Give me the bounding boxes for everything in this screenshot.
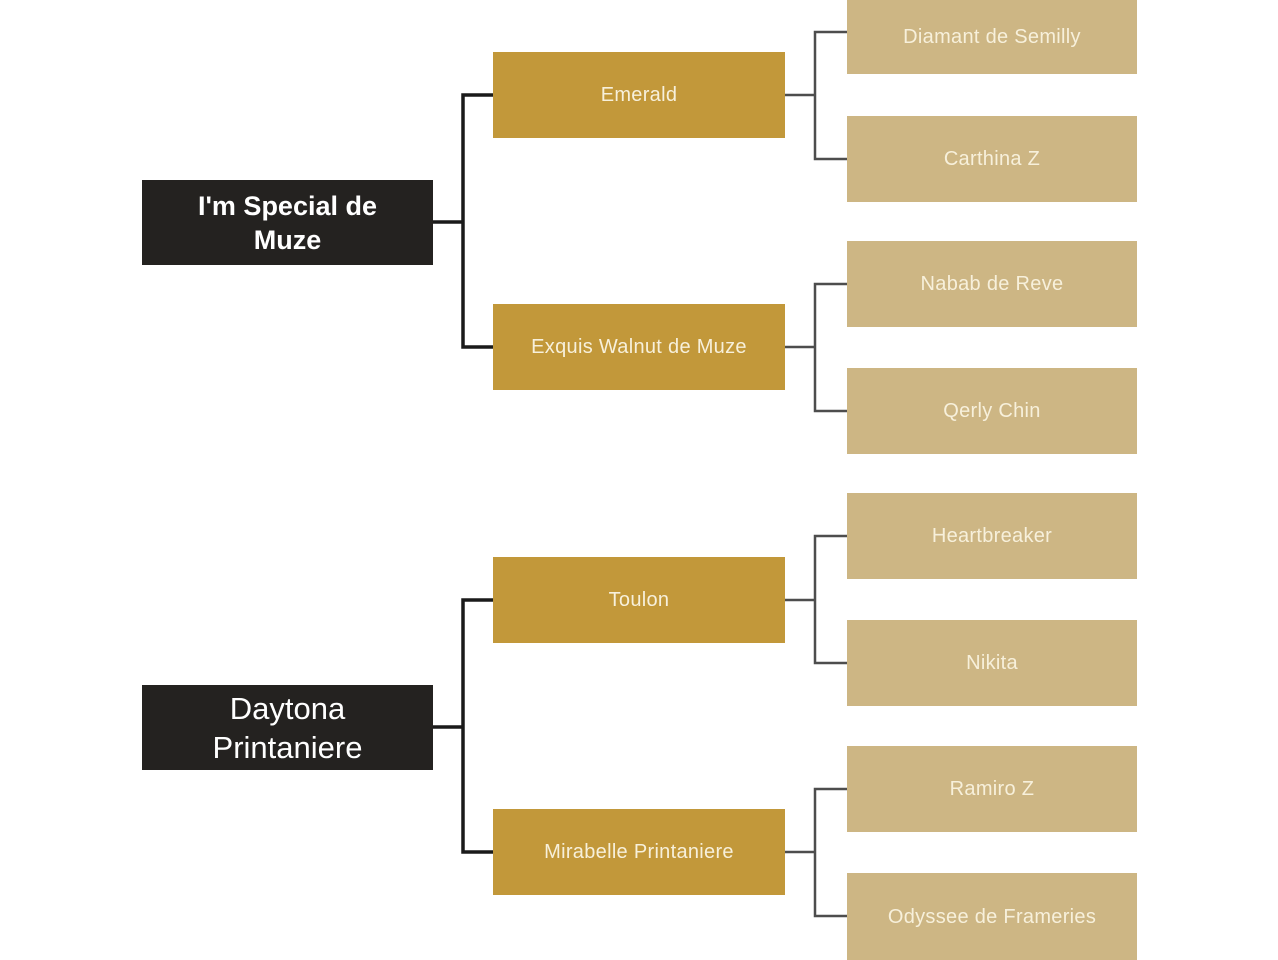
node-carthina-z: Carthina Z [847,116,1137,202]
node-odyssee-de-frameries: Odyssee de Frameries [847,873,1137,960]
connector-emerald-grandparents [785,30,847,161]
node-label: Odyssee de Frameries [887,905,1097,928]
node-label: Toulon [608,589,670,611]
node-emerald: Emerald [493,52,785,138]
node-label: Nabab de Reve [920,273,1064,295]
node-label: Emerald [600,84,678,106]
connector-root2-parents [433,598,493,854]
node-label: Carthina Z [943,148,1041,170]
node-nikita: Nikita [847,620,1137,706]
node-ramiro-z: Ramiro Z [847,746,1137,832]
node-label: Diamant de Semilly [903,26,1081,48]
connector-mirabelle-grandparents [785,787,847,918]
node-diamant-de-semilly: Diamant de Semilly [847,0,1137,74]
node-nabab-de-reve: Nabab de Reve [847,241,1137,327]
node-label: Qerly Chin [943,400,1041,422]
connector-toulon-grandparents [785,534,847,665]
node-toulon: Toulon [493,557,785,643]
node-mirabelle-printaniere: Mirabelle Printaniere [493,809,785,895]
node-label: Nikita [966,652,1018,674]
node-qerly-chin: Qerly Chin [847,368,1137,454]
node-label: Heartbreaker [931,525,1053,547]
node-heartbreaker: Heartbreaker [847,493,1137,579]
node-label: Mirabelle Printaniere [544,841,734,863]
node-label: I'm Special de Muze [198,190,377,255]
node-label: Daytona Printaniere [212,690,363,765]
node-im-special-de-muze: I'm Special de Muze [142,180,433,265]
node-daytona-printaniere: Daytona Printaniere [142,685,433,770]
node-label: Exquis Walnut de Muze [531,336,747,358]
connector-exquis-grandparents [785,282,847,413]
node-label: Ramiro Z [949,778,1035,800]
node-exquis-walnut-de-muze: Exquis Walnut de Muze [493,304,785,390]
connector-root1-parents [433,93,493,349]
